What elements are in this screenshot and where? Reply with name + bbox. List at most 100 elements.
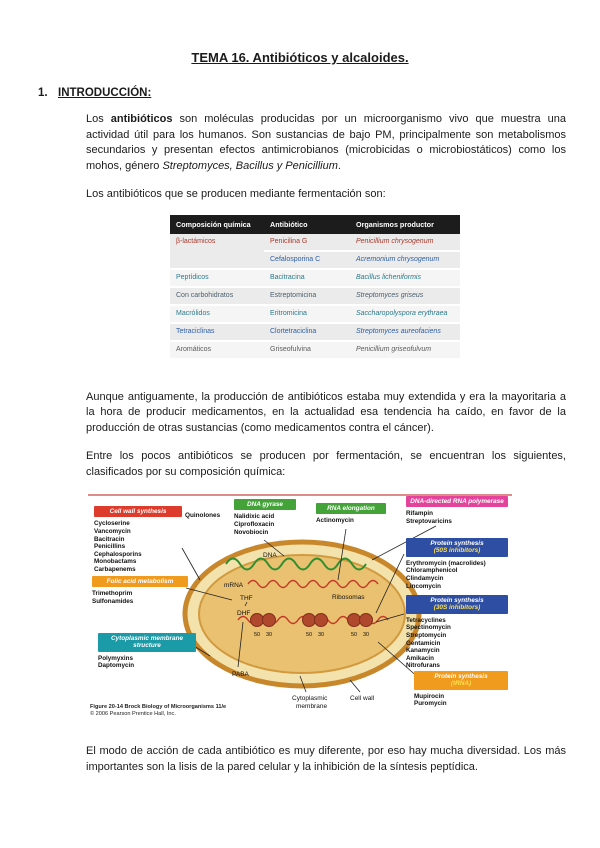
protein-synthesis-30s-group: Protein synthesis (30S inhibitors) Tetra… (406, 595, 508, 670)
cell-antibiotic: Bacitracina (264, 268, 350, 288)
protein-synthesis-50s-group: Protein synthesis (50S inhibitors) Eryth… (406, 538, 508, 590)
rna-elongation-items: Actinomycin (316, 517, 354, 525)
table-row: Tetraciclinas Clortetraciclina Streptomy… (170, 322, 460, 342)
folic-acid-group: Folic acid metabolism Trimethoprim Sulfo… (92, 576, 188, 606)
intro-p1-bold-term: antibióticos (110, 113, 173, 125)
page-title: TEMA 16. Antibióticos y alcaloides. (191, 50, 409, 65)
cell-chem: Con carbohidratos (170, 286, 264, 306)
ribosomes-label: Ribosomas (332, 594, 365, 601)
cytoplasmic-membrane-box-label: Cytoplasmic membrane structure (98, 633, 196, 652)
thf-label: THF (240, 595, 253, 602)
intro-p1-species: Streptomyces, Bacillus y Penicillium (162, 159, 338, 172)
intro-paragraph-1: Los antibióticos son moléculas producida… (86, 112, 566, 174)
section-number: 1. (38, 87, 48, 99)
table-row: Peptídicos Bacitracina Bacillus lichenif… (170, 268, 460, 288)
cell-chem: Macrólidos (170, 304, 264, 324)
cell-organism: Saccharopolyspora erythraea (350, 304, 460, 324)
cell-chem: Peptídicos (170, 268, 264, 288)
table-row: Aromáticos Griseofulvina Penicillium gri… (170, 340, 460, 360)
protein-synthesis-trna-items: Mupirocin Puromycin (414, 692, 447, 708)
ribosome-50-label: 50 (306, 632, 312, 638)
dna-gyrase-items: Nalidixic acid Ciprofloxacin Novobiocin (234, 513, 275, 536)
table-row: β-lactámicos Penicilina G Penicillium ch… (170, 233, 460, 270)
protein-synthesis-50s-title: Protein synthesis (430, 540, 484, 547)
figure-top-rule (88, 494, 512, 496)
cell-antibiotic: Eritromicina (264, 304, 350, 324)
figure-caption-line1: Figure 20-14 Brock Biology of Microorgan… (90, 704, 227, 710)
folic-acid-items: Trimethoprim Sulfonamides (92, 590, 134, 605)
rna-elongation-group: RNA elongation Actinomycin (316, 503, 386, 525)
cell-inner-labels: DNA mRNA THF DHF Ribosomas PABA Cytoplas… (224, 552, 375, 710)
rna-polymerase-items: Rifampin Streptovaricins (406, 510, 452, 525)
ribosome-50-label: 50 (351, 632, 357, 638)
ribosome-30-label: 30 (266, 632, 272, 638)
cell-antibiotic: Cefalosporina C (264, 250, 350, 270)
cell-organism: Penicillium griseofulvum (350, 340, 460, 360)
protein-synthesis-50s-subtitle: (50S inhibitors) (433, 547, 481, 555)
ribosome (347, 613, 373, 627)
cell-chem: β-lactámicos (170, 233, 264, 270)
cell-organism: Acremonium chrysogenum (350, 250, 460, 270)
cytoplasmic-membrane-ring (198, 554, 406, 674)
cell-antibiotic: Clortetraciclina (264, 322, 350, 342)
cell-antibiotic: Griseofulvina (264, 340, 350, 360)
rna-polymerase-group: DNA-directed RNA polymerase Rifampin Str… (406, 496, 508, 526)
cytoplasmic-membrane-label: Cytoplasmic (292, 695, 328, 702)
protein-synthesis-trna-label: Protein synthesis (tRNA) (414, 671, 508, 690)
header-antibiotico: Antibiótico (264, 214, 350, 234)
dna-gyrase-group: DNA gyrase Nalidixic acid Ciprofloxacin … (234, 499, 296, 536)
antibiotic-targets-figure: 50 30 50 30 50 30 DNA mRNA THF DHF Ribos… (88, 494, 512, 728)
cell-organism: Streptomyces griseus (350, 286, 460, 306)
protein-synthesis-trna-title: Protein synthesis (434, 673, 488, 680)
table-row: Con carbohidratos Estreptomicina Strepto… (170, 286, 460, 306)
protein-synthesis-30s-title: Protein synthesis (430, 597, 484, 604)
connector-lines (181, 525, 437, 693)
document-content: Los antibióticos son moléculas producida… (86, 112, 566, 775)
rna-elongation-label: RNA elongation (316, 503, 386, 515)
cell-antibiotic: Penicilina G (264, 233, 350, 252)
ribosome (302, 613, 328, 627)
ribosome-subunit-labels: 50 30 50 30 50 30 (254, 632, 369, 638)
cytoplasmic-membrane-group: Cytoplasmic membrane structure Polymyxin… (98, 633, 196, 670)
quinolones-label: Quinolones (185, 512, 221, 519)
paragraph-4: Entre los pocos antibióticos se producen… (86, 450, 566, 478)
ribosome-30-label: 30 (363, 632, 369, 638)
cell-chem: Aromáticos (170, 340, 264, 360)
intro-p1-post: . (337, 159, 341, 172)
cytoplasmic-membrane-items: Polymyxins Daptomycin (98, 654, 135, 670)
closing-paragraph: El modo de acción de cada antibiótico es… (86, 745, 566, 773)
header-organismos: Organismos productor (350, 214, 460, 234)
dna-label: DNA (263, 552, 277, 559)
protein-synthesis-50s-label: Protein synthesis (50S inhibitors) (406, 538, 508, 557)
mrna-label: mRNA (224, 582, 244, 589)
cell-antibiotic: Estreptomicina (264, 286, 350, 306)
folic-acid-label: Folic acid metabolism (92, 576, 188, 588)
protein-synthesis-30s-label: Protein synthesis (30S inhibitors) (406, 595, 508, 614)
cytoplasmic-membrane-label2: membrane (296, 703, 327, 710)
section-heading: 1. INTRODUCCIÓN: (38, 87, 600, 99)
protein-synthesis-50s-items: Erythromycin (macrolides) Chloramphenico… (406, 559, 486, 590)
protein-synthesis-30s-subtitle: (30S inhibitors) (433, 604, 481, 612)
header-composicion: Composición química (170, 214, 264, 234)
table-row: Cefalosporina C Acremonium chrysogenum (170, 250, 460, 270)
protein-synthesis-trna-group: Protein synthesis (tRNA) Mupirocin Purom… (414, 671, 508, 708)
cell-chem: Tetraciclinas (170, 322, 264, 342)
intro-p1-pre: Los (86, 113, 111, 125)
intro-p1-mid: son moléculas producidas por un microorg… (86, 113, 567, 172)
dna-strand (225, 557, 367, 571)
ribosome-50-label: 50 (254, 632, 260, 638)
cell-wall-label: Cell wall (350, 695, 375, 702)
protein-synthesis-trna-subtitle: (tRNA) (450, 680, 472, 688)
cell-organism: Bacillus licheniformis (350, 268, 460, 288)
table-header-row: Composición química Antibiótico Organism… (170, 214, 460, 234)
dna-gyrase-label: DNA gyrase (234, 499, 296, 511)
cell-diagram-art: 50 30 50 30 50 30 DNA mRNA THF DHF Ribos… (181, 525, 437, 710)
section-heading-text: INTRODUCCIÓN: (58, 87, 152, 99)
cell-organism: Streptomyces aureofaciens (350, 322, 460, 342)
table-row: Macrólidos Eritromicina Saccharopolyspor… (170, 304, 460, 324)
cell-wall-synthesis-label: Cell wall synthesis (94, 506, 182, 518)
cell-wall-synthesis-items: Cycloserine Vancomycin Bacitracin Penici… (94, 520, 142, 573)
antibiotics-table: Composición química Antibiótico Organism… (170, 214, 460, 360)
paragraph-3: Aunque antiguamente, la producción de an… (86, 390, 566, 434)
